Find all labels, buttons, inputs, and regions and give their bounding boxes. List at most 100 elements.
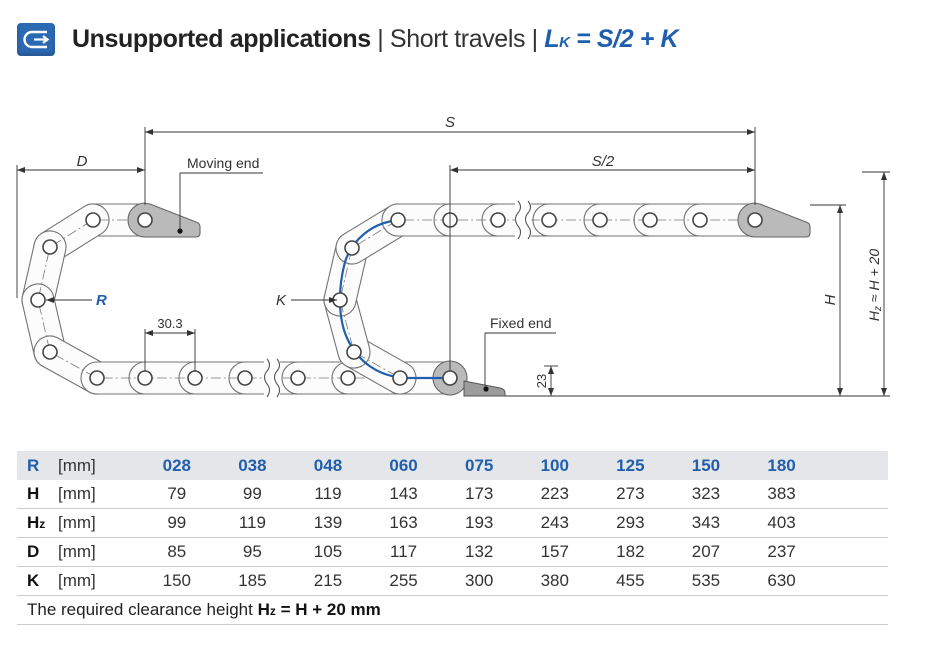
table-cell: 215: [313, 571, 343, 590]
radius-label: R: [96, 292, 107, 309]
end-pieces: [127, 202, 811, 397]
dim-label-d: D: [77, 153, 88, 170]
row-unit: [mm]: [58, 571, 96, 590]
table-header-cell: 180: [767, 455, 796, 475]
table-cell: 380: [540, 571, 569, 590]
table-cell: 139: [313, 513, 343, 532]
table-row: Hz[mm] 99 119 139 163 193 243 293 343 40…: [17, 509, 888, 538]
row-unit: [mm]: [58, 484, 96, 503]
chain-pin: [390, 212, 406, 228]
chain-pin: [592, 212, 608, 228]
row-label: K [mm]: [17, 571, 139, 591]
row-symbol: H: [27, 484, 40, 503]
table-cell: 150: [162, 571, 191, 590]
chain-pin: [490, 212, 506, 228]
loop-stroke: [23, 30, 47, 49]
drag-chain-diagram: S D S/2 Moving end Fixed end R K 30.3 23…: [16, 114, 890, 398]
table-cell: 243: [540, 513, 569, 532]
chain-break-gap: [264, 359, 280, 397]
note-formula-main: H: [257, 600, 270, 619]
chain-pin: [187, 370, 203, 386]
formula-symbol: L: [544, 25, 560, 53]
row-label: H [mm]: [17, 484, 139, 504]
table-header-cell: 060: [389, 455, 418, 475]
table-cell: 273: [616, 484, 645, 503]
dim-hz-main: H: [866, 310, 882, 321]
row-symbol: R: [27, 455, 40, 475]
table-cell: 95: [242, 542, 262, 561]
chain-pin: [42, 344, 58, 360]
chain-pin: [692, 212, 708, 228]
table-cell: 343: [691, 513, 721, 532]
table-cell: 237: [767, 542, 796, 561]
chain-break-mark: [273, 358, 281, 398]
pitch-label: 30.3: [157, 316, 182, 331]
chain-pin: [346, 344, 362, 360]
table-header-cell: 038: [238, 455, 267, 475]
table-header-cell: 048: [313, 455, 343, 475]
table-header-cell: 125: [616, 455, 645, 475]
row-symbol-subscript: z: [39, 517, 46, 531]
table-cell: 630: [767, 571, 796, 590]
dim-hz-sub: z: [873, 306, 884, 312]
note-formula-rest: = H + 20 mm: [275, 600, 381, 619]
chain-pin: [290, 370, 306, 386]
row-unit: [mm]: [58, 455, 96, 475]
table-cell: 143: [389, 484, 418, 503]
table-header-cell: 075: [464, 455, 494, 475]
title-subtitle: | Short travels |: [370, 25, 545, 53]
chain-pin: [137, 212, 153, 228]
row-unit: [mm]: [58, 513, 96, 532]
table-header-cell: 100: [540, 455, 569, 475]
table-note-row: The required clearance height Hz = H + 2…: [17, 596, 888, 625]
note-text: The required clearance height: [27, 600, 258, 619]
table-cell: 163: [389, 513, 418, 532]
table-cell: 157: [540, 542, 569, 561]
row-label: R [mm]: [17, 456, 139, 476]
chain-pin: [340, 370, 356, 386]
chain-pin: [442, 370, 458, 386]
row-symbol-main: H: [27, 513, 40, 532]
dim-label-h: H: [822, 294, 839, 305]
table-cell: 99: [167, 513, 187, 532]
chain-pins-layer: [30, 212, 763, 386]
chain-loop-icon: [17, 23, 55, 56]
table-cell: 193: [464, 513, 494, 532]
table-cell: 535: [691, 571, 721, 590]
page-title: Unsupported applications | Short travels…: [72, 24, 679, 58]
moving-end-mount-dot: [177, 228, 183, 234]
row-symbol: K: [27, 571, 40, 590]
table-cell: 119: [238, 513, 266, 532]
row-symbol: Hz: [27, 513, 58, 533]
moving-end-bracket-right: [737, 202, 811, 238]
table-cell: 207: [691, 542, 721, 561]
dim-label-s2: S/2: [592, 153, 615, 170]
table-cell: 455: [616, 571, 645, 590]
chain-pin: [541, 212, 557, 228]
table-cell: 182: [616, 542, 645, 561]
row-label: Hz[mm]: [17, 513, 139, 533]
moving-end-label: Moving end: [187, 155, 259, 171]
chain-pin: [237, 370, 253, 386]
table-cell: 85: [167, 542, 187, 561]
formula-subscript: K: [559, 34, 570, 51]
formula-rest: = S/2 + K: [569, 25, 679, 53]
chain-break-mark: [524, 200, 532, 240]
row-symbol: D: [27, 542, 40, 561]
arrow-head: [42, 35, 50, 44]
table-cell: 173: [464, 484, 494, 503]
dimension-layer: S D S/2 Moving end Fixed end R K 30.3 23…: [16, 114, 890, 397]
title-formula: LK = S/2 + K: [544, 25, 678, 53]
chain-loop-icon-graphic: [23, 30, 50, 49]
loop-label: K: [276, 292, 287, 309]
table-header-row: R[mm] 028 038 048 060 075 100 125 150 18…: [17, 451, 888, 480]
table-row: K[mm] 150 185 215 255 300 380 455 535 63…: [17, 567, 888, 596]
table-cell: 300: [464, 571, 494, 590]
dimension-table: R [mm] 028 038 048 060 075 100 125 150 18…: [17, 451, 888, 625]
fixed-end-label: Fixed end: [490, 315, 551, 331]
chain-pin: [642, 212, 658, 228]
table-header-cell: 028: [162, 455, 191, 475]
table-cell: 185: [238, 571, 267, 590]
table-row: H[mm] 79 99 119 143 173 223 273 323 383: [17, 480, 888, 509]
row-unit: [mm]: [58, 542, 96, 561]
